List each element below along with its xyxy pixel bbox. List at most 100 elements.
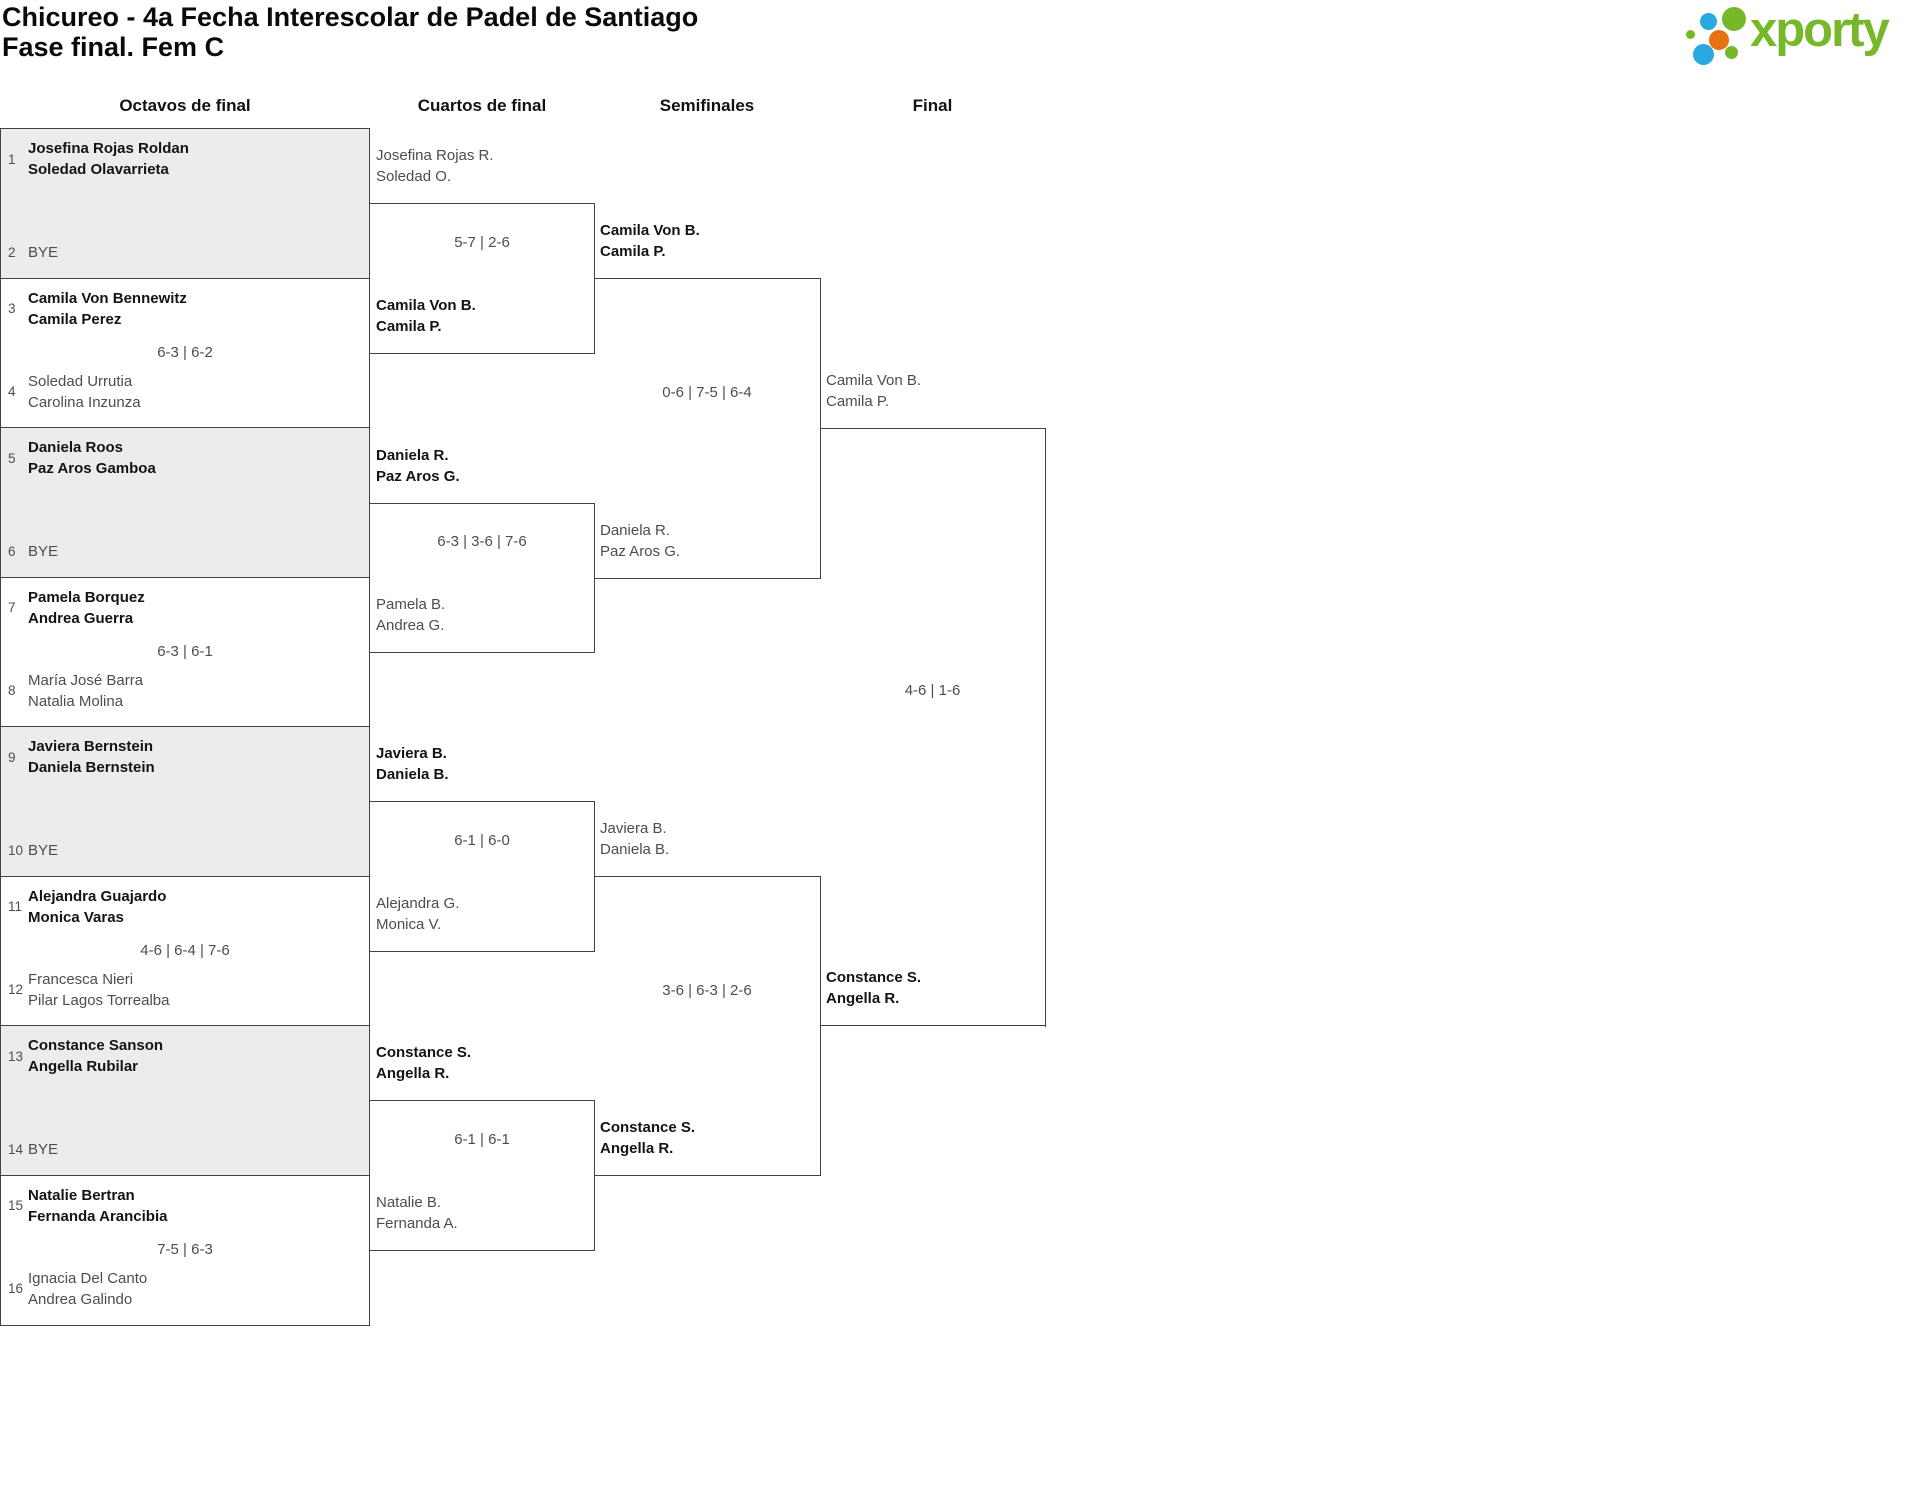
bracket-line [594, 278, 820, 279]
seed-number: 8 [8, 683, 16, 698]
seed-number: 6 [8, 544, 16, 559]
seed-number: 3 [8, 301, 16, 316]
seed-number: 9 [8, 749, 16, 765]
logo-dot-green-large [1722, 7, 1746, 31]
seed-number: 7 [8, 600, 16, 615]
bracket-line [820, 1025, 1045, 1026]
pair-names: BYE [28, 1141, 59, 1158]
pair-names: Javiera B.Daniela B. [376, 745, 449, 783]
pair-names: BYE [28, 543, 59, 560]
bracket-line [370, 1250, 594, 1251]
tournament-name: Chicureo - 4a Fecha Interescolar de Pade… [2, 2, 699, 32]
bracket-line [370, 801, 594, 802]
logo-wordmark: xporty [1750, 3, 1890, 57]
bracket-line [370, 203, 594, 204]
seed-number: 12 [8, 982, 24, 997]
pair-names: Constance S.Angella R. [376, 1044, 472, 1082]
match-score: 6-1 | 6-0 [454, 832, 510, 849]
bracket-line [594, 876, 820, 877]
logo-dot-green-tiny [1685, 29, 1695, 39]
bracket-slot: 10 BYE [8, 840, 363, 861]
seed-number: 14 [8, 1142, 24, 1157]
pair-names: Camila Von B.Camila P. [600, 222, 700, 260]
pair-names: Constance S.Angella R. [600, 1119, 696, 1157]
logo-dot-blue-small [1699, 12, 1717, 30]
round-header-semifinales: Semifinales [659, 96, 755, 115]
bracket-line [820, 876, 821, 1176]
seed-number: 15 [8, 1198, 24, 1213]
bracket-line [370, 951, 594, 952]
match-score: 4-6 | 6-4 | 7-6 [140, 941, 230, 959]
bracket-slot: 14 BYE [8, 1139, 363, 1160]
match-score: 6-1 | 6-1 [454, 1131, 510, 1148]
pair-names: Natalie B.Fernanda A. [376, 1194, 458, 1232]
bracket-line [820, 428, 1045, 429]
match-score: 7-5 | 6-3 [157, 1240, 213, 1258]
pair-names: Josefina Rojas R.Soledad O. [376, 147, 494, 185]
bracket-slot: 6 BYE [8, 541, 363, 562]
logo-dot-blue-medium [1692, 43, 1714, 65]
pair-names: Javiera B.Daniela B. [600, 820, 670, 858]
match-score: 6-3 | 6-1 [157, 642, 213, 660]
bracket-line [1045, 428, 1046, 1027]
pair-names: Alejandra G.Monica V. [376, 895, 460, 933]
bracket-line [370, 652, 594, 653]
pair-names: Daniela R.Paz Aros G. [600, 522, 681, 560]
seed-number: 2 [8, 245, 16, 260]
pair-names: Daniela R.Paz Aros G. [376, 447, 460, 485]
pair-names: Camila Von B.Camila P. [826, 372, 922, 410]
seed-number: 16 [8, 1281, 24, 1296]
seed-number: 11 [8, 899, 23, 914]
bracket-slot: 2 BYE [8, 242, 363, 263]
pair-names: BYE [28, 244, 59, 261]
xporty-logo[interactable]: xporty [1680, 0, 1918, 78]
pair-names: Constance S.Angella R. [826, 969, 922, 1007]
seed-number: 10 [8, 843, 24, 858]
phase-category: Fase final. Fem C [2, 32, 225, 62]
round-header-final: Final [912, 96, 953, 115]
match-score: 6-3 | 6-2 [157, 343, 213, 361]
seed-number: 4 [8, 384, 16, 399]
match-score: 0-6 | 7-5 | 6-4 [662, 384, 752, 401]
seed-number: 1 [8, 151, 16, 167]
round-header-octavos: Octavos de final [119, 96, 251, 115]
seed-number: 13 [8, 1048, 24, 1064]
bracket-line [370, 503, 594, 504]
bracket-line [594, 578, 820, 579]
pair-names: Camila Von B.Camila P. [376, 297, 476, 335]
bracket-line [594, 1175, 820, 1176]
match-score: 6-3 | 3-6 | 7-6 [437, 533, 527, 550]
pair-names: BYE [28, 842, 59, 859]
logo-dot-green-small [1724, 45, 1738, 59]
